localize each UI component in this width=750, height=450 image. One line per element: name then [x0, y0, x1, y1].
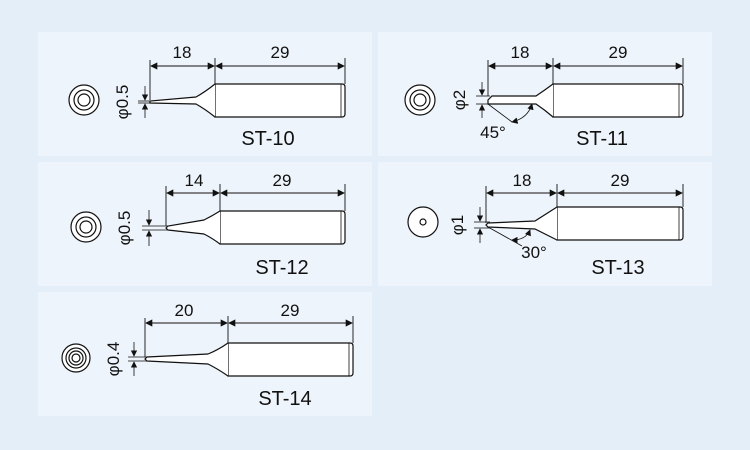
dimension-b: 29 [281, 301, 300, 320]
dimension-a: 20 [175, 301, 194, 320]
model-label: ST-11 [576, 128, 628, 150]
diameter-label: φ2 [450, 90, 469, 110]
tip-st-11: 18 29 φ2 45° ST-11 [404, 43, 684, 150]
model-label: ST-13 [591, 257, 644, 279]
end-view-icon [61, 343, 91, 373]
dimension-a: 18 [513, 171, 532, 190]
dimension-b: 29 [609, 43, 628, 62]
model-label: ST-10 [241, 128, 294, 150]
diameter-label: φ0.5 [115, 211, 134, 246]
tip-st-12: 14 29 φ0.5 ST-12 [70, 171, 346, 279]
tip-st-14: 20 29 φ0.4 ST-14 [61, 301, 354, 410]
tip-st-13: 18 29 φ1 30° ST-13 [407, 171, 684, 279]
dimension-a: 18 [173, 43, 192, 62]
tip-st-10: 18 29 φ0.5 ST-10 [68, 43, 346, 150]
diameter-label: φ0.4 [104, 342, 123, 377]
diameter-label: φ1 [448, 215, 467, 235]
diameter-label: φ0.5 [113, 85, 132, 120]
dimension-a: 14 [185, 171, 204, 190]
dimension-b: 29 [273, 171, 292, 190]
end-view-icon [407, 206, 439, 238]
model-label: ST-12 [255, 257, 308, 279]
end-view-icon [70, 211, 102, 243]
model-label: ST-14 [258, 388, 311, 410]
dimension-b: 29 [271, 43, 290, 62]
dimension-a: 18 [511, 43, 530, 62]
end-view-icon [68, 84, 100, 116]
dimension-b: 29 [611, 171, 630, 190]
end-view-icon [404, 84, 436, 116]
angle-label: 45° [480, 123, 506, 142]
angle-label: 30° [521, 243, 547, 262]
